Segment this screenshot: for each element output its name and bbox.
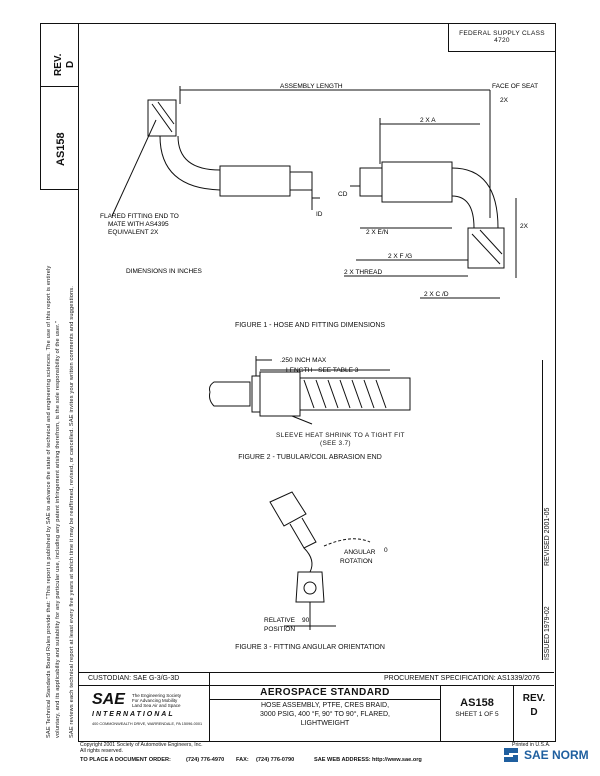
two-x-c-label: 2 X C /D [424, 291, 449, 298]
relative-position-line-1: RELATIVE [264, 617, 296, 624]
figure2-drawing: .250 INCH MAX LENGTH - SEE TABLE 3 [209, 356, 411, 425]
web-address-value: http://www.sae.org [372, 757, 422, 763]
angular-rotation-line-1: ANGULAR [344, 549, 376, 556]
dimensions-note: DIMENSIONS IN INCHES [126, 268, 203, 275]
id-label: ID [316, 211, 323, 218]
cd-label: CD [338, 191, 348, 198]
figure3-drawing: ANGULAR ROTATION 0 RELATIVE POSITION 90 [264, 491, 388, 633]
face-of-seat-count: 2X [500, 97, 509, 104]
watermark: SAE NORM [500, 744, 598, 772]
relative-degree-label: 90 [302, 617, 310, 624]
federal-supply-class-value: 4720 [494, 37, 510, 44]
issued-date: ISSUED 1979-02 [544, 606, 551, 660]
description-line-3: LIGHTWEIGHT [300, 720, 350, 727]
face-of-seat-label: FACE OF SEAT [492, 83, 538, 90]
federal-supply-class-label: FEDERAL SUPPLY CLASS [459, 30, 545, 37]
sidebar-rev-box: REV. D [41, 24, 79, 87]
length-see-table-label: LENGTH - SEE TABLE 3 [286, 367, 359, 374]
sae-logo-area: SAE The Engineering Society For Advancin… [92, 691, 204, 739]
figure1-caption: FIGURE 1 - HOSE AND FITTING DIMENSIONS [234, 322, 386, 329]
sae-international: INTERNATIONAL [92, 711, 175, 718]
sae-logo: SAE [92, 691, 125, 708]
figure1-drawing: ASSEMBLY LENGTH FACE OF SEAT 2X 2 X A CD… [100, 83, 538, 299]
procurement-label: PROCUREMENT SPECIFICATION: AS1339/2076 [384, 675, 540, 682]
title-block-divider-v2 [440, 685, 441, 741]
sidebar-rev-label: REV. [53, 53, 64, 76]
flared-note-line-2: MATE WITH AS4395 [108, 221, 169, 228]
aerospace-standard-title: AEROSPACE STANDARD [260, 687, 390, 698]
title-block: CUSTODIAN: SAE G-3/G-3D PROCUREMENT SPEC… [78, 672, 554, 741]
notice-line-1: SAE Technical Standards Board Rules prov… [46, 265, 52, 739]
sidebar-doc-number: AS158 [55, 132, 67, 166]
title-block-rev-label: REV. [522, 693, 546, 704]
description-line-1: HOSE ASSEMBLY, PTFE, CRES BRAID, [260, 702, 390, 709]
description-line-2: 3000 PSIG, 400 °F, 90° TO 90°, FLARED, [260, 711, 390, 718]
notice-line-2: voluntary, and its applicability and sui… [55, 321, 61, 738]
flared-note-line-3: EQUIVALENT 2X [108, 229, 159, 236]
title-block-rev-value: D [530, 707, 538, 718]
angle-degree-label: 0 [384, 547, 388, 554]
right-hose-socket [381, 161, 453, 203]
order-phone: (724) 776-4970 [186, 757, 225, 763]
fax-value: (724) 776-0790 [256, 757, 295, 763]
flared-note-line-1: FLARED FITTING END TO [100, 213, 179, 220]
title-block-divider-h [78, 685, 554, 686]
order-label: TO PLACE A DOCUMENT ORDER: [80, 757, 171, 763]
relative-position-line-2: POSITION [264, 626, 295, 633]
title-block-divider-v1 [209, 673, 210, 741]
max-length-label: .250 INCH MAX [280, 357, 327, 364]
web-address-label: SAE WEB ADDRESS: [314, 757, 371, 763]
title-block-divider-v3 [513, 685, 514, 741]
copyright-line-2: All rights reserved. [80, 748, 123, 754]
sae-tagline-1: The Engineering Society [132, 693, 182, 698]
watermark-text: SAE NORM [524, 748, 589, 762]
lower-fitting-nut [295, 571, 325, 603]
sidebar-rev-value: D [65, 60, 76, 68]
main-frame [78, 23, 556, 742]
watermark-logo-icon [504, 748, 518, 762]
copyright-line-1: Copyright 2001 Society of Automotive Eng… [80, 742, 203, 748]
angular-rotation-line-2: ROTATION [340, 558, 373, 565]
title-block-doc-number: AS158 [460, 697, 494, 709]
upper-fitting-nut [269, 491, 307, 527]
two-x-thread-label: 2 X THREAD [344, 269, 382, 276]
left-hose-socket [219, 165, 291, 197]
two-x-b-label: 2X [520, 223, 529, 230]
sleeve-note-line-2: (SEE 3.7) [320, 440, 351, 447]
title-block-sheet: SHEET 1 OF 5 [455, 711, 499, 718]
notice-line-3: SAE reviews each technical report at lea… [69, 285, 75, 738]
left-sidebar: REV. D AS158 [40, 23, 79, 190]
assembly-length-label: ASSEMBLY LENGTH [280, 83, 343, 90]
standard-title-underline [210, 699, 440, 700]
sidebar-doc-box: AS158 [41, 86, 79, 189]
figure2-caption: FIGURE 2 - TUBULAR/COIL ABRASION END [238, 454, 382, 461]
figure3-caption: FIGURE 3 - FITTING ANGULAR ORIENTATION [235, 644, 385, 651]
custodian-label: CUSTODIAN: SAE G-3/G-3D [88, 675, 180, 682]
revised-date: REVISED 2001-05 [544, 507, 551, 566]
printed-in-usa: Printed in U.S.A. [512, 742, 551, 748]
sae-tagline-2: For Advancing Mobility [132, 698, 178, 703]
federal-supply-class-box: FEDERAL SUPPLY CLASS 4720 [448, 23, 555, 52]
left-fitting-nut [147, 99, 177, 137]
two-x-a-label: 2 X A [420, 117, 436, 124]
right-margin-line [542, 360, 543, 660]
fax-label: FAX: [236, 757, 249, 763]
sae-tagline-3: Land Sea Air and Space [132, 703, 181, 708]
sleeve-note-line-1: SLEEVE HEAT SHRINK TO A TIGHT FIT [276, 432, 405, 439]
right-fitting-nut [467, 227, 505, 269]
two-x-f-label: 2 X F /G [388, 253, 412, 260]
two-x-e-label: 2 X E/N [366, 229, 389, 236]
sae-address: 400 COMMONWEALTH DRIVE, WARRENDALE, PA 1… [92, 722, 203, 726]
